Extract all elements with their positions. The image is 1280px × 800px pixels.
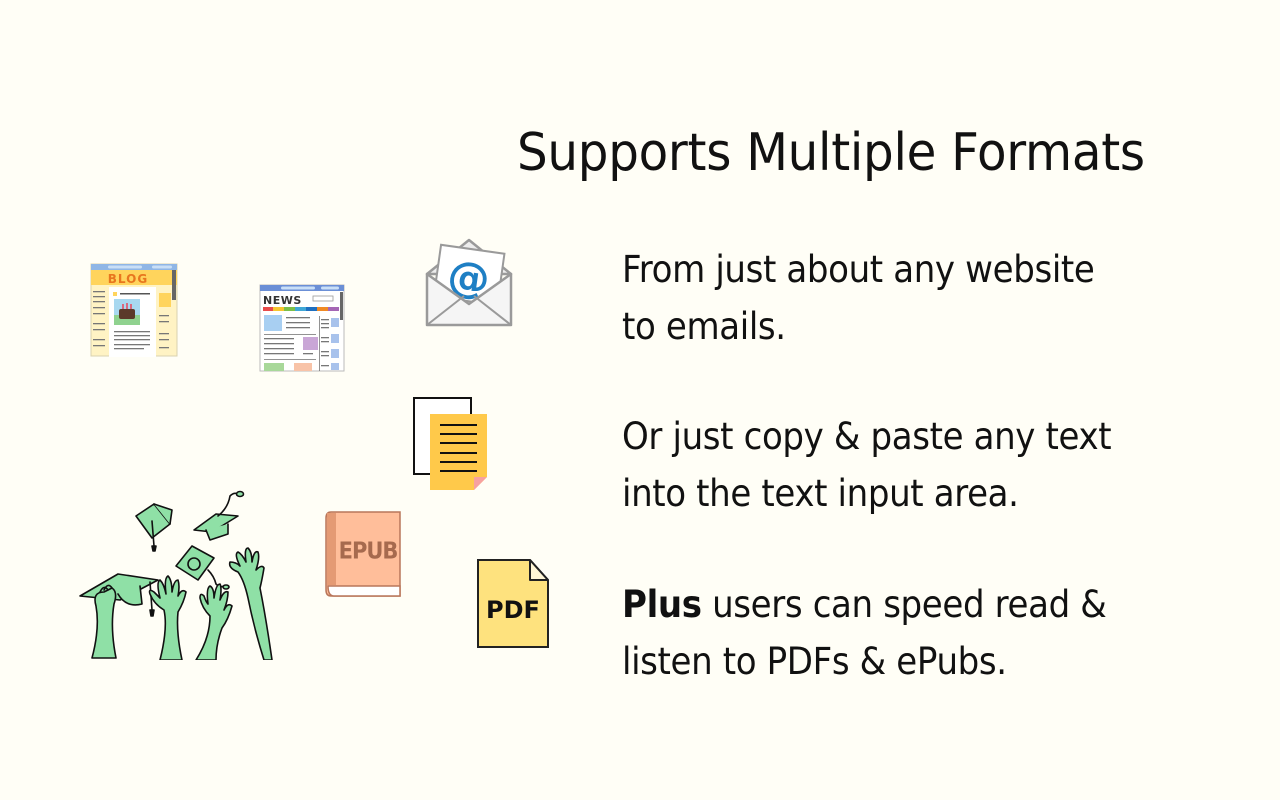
svg-text:EPUB: EPUB [339, 539, 398, 565]
feature-copy-paste-line1: Or just copy & paste any text [622, 415, 1112, 458]
feature-copy-paste-line2: into the text input area. [622, 472, 1019, 515]
graduation-caps-icon [78, 488, 273, 661]
feature-websites: From just about any website to emails. [622, 241, 1095, 355]
feature-copy-paste: Or just copy & paste any text into the t… [622, 408, 1112, 522]
news-webpage-icon: NEWS [259, 284, 345, 372]
copy-paste-document-icon [412, 397, 490, 490]
feature-websites-line2: to emails. [622, 305, 786, 348]
feature-plus-line1-rest: users can speed read & [701, 583, 1107, 626]
svg-text:BLOG: BLOG [108, 272, 148, 286]
feature-websites-line1: From just about any website [622, 248, 1095, 291]
plus-label: Plus [622, 583, 702, 626]
feature-plus-line2: listen to PDFs & ePubs. [622, 640, 1007, 683]
svg-text:NEWS: NEWS [263, 294, 302, 307]
page-title: Supports Multiple Formats [517, 123, 1145, 183]
epub-book-icon: EPUB [325, 510, 401, 598]
email-envelope-icon: @ [424, 236, 514, 328]
blog-webpage-icon: BLOG [90, 263, 178, 357]
pdf-file-icon: PDF [476, 558, 550, 649]
svg-text:PDF: PDF [486, 596, 540, 624]
feature-plus-line1: Plus users can speed read & [622, 576, 1107, 633]
feature-plus: Plus users can speed read & listen to PD… [622, 576, 1107, 690]
